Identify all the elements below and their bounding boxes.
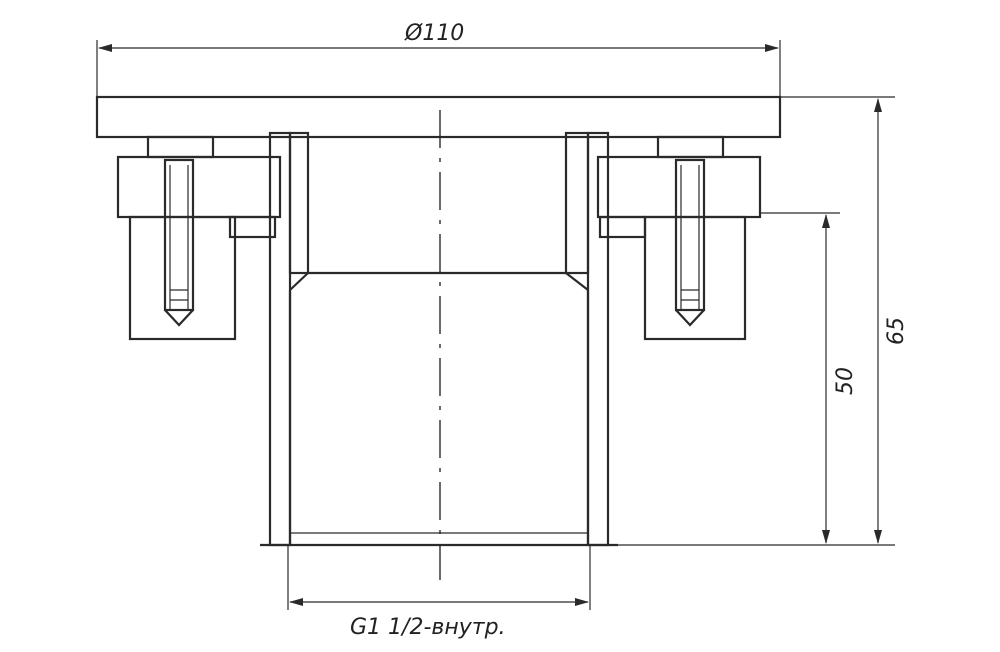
dim-total-height-label: 65: [884, 317, 909, 345]
dim-flange-diameter: Ø110: [96, 21, 781, 97]
right-clamp: [596, 135, 762, 341]
dim-total-height: 65: [618, 96, 909, 546]
dim-pipe-height-label: 50: [833, 367, 858, 395]
flange-plate: [95, 95, 782, 139]
dim-flange-diameter-label: Ø110: [404, 21, 464, 46]
dim-pipe-height: 50: [760, 212, 858, 544]
dim-thread-label: G1 1/2-внутр.: [350, 615, 506, 640]
left-clamp: [116, 135, 282, 341]
dim-thread: G1 1/2-внутр.: [287, 545, 591, 640]
pipe-body: [260, 131, 618, 547]
